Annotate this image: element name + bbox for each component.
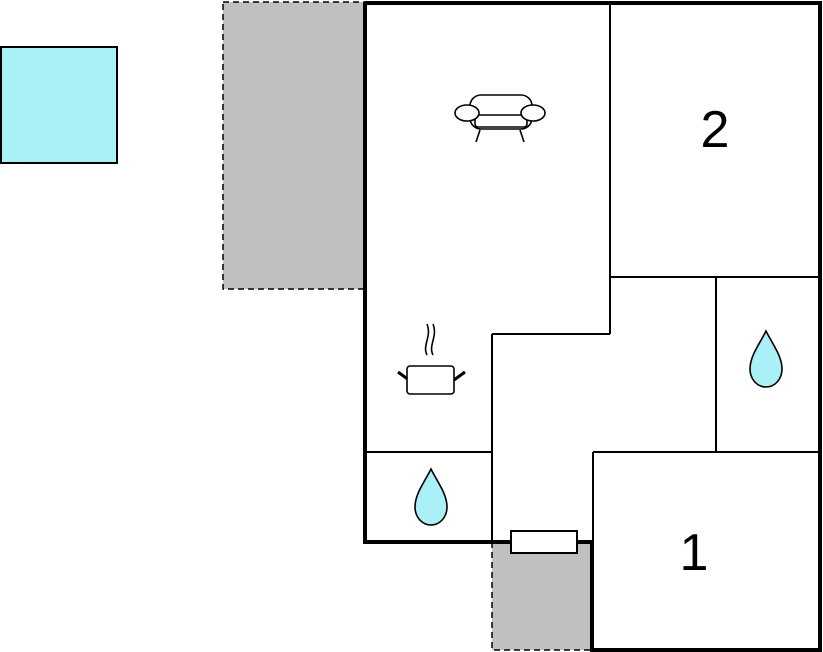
room-number: 2 — [701, 101, 730, 159]
terrace-south — [491, 541, 593, 651]
sofa-icon — [454, 94, 546, 143]
entrance-door — [510, 530, 578, 554]
water-drop-icon — [414, 467, 448, 526]
outer-wall — [363, 1, 822, 652]
pool — [0, 46, 118, 164]
water-drop-icon — [749, 329, 783, 388]
room-number: 1 — [680, 524, 709, 582]
interior-walls — [365, 3, 820, 542]
cooking-pot-icon — [397, 323, 466, 395]
terrace-west — [222, 1, 366, 290]
